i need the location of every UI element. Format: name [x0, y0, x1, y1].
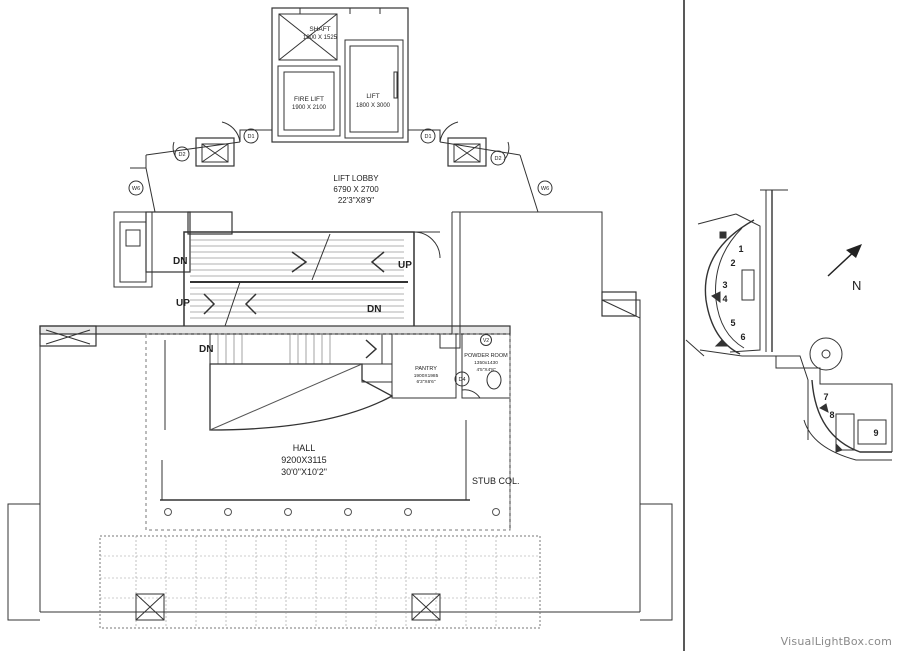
shaft-size: 1900 X 1525 [303, 35, 338, 41]
double-height-void [209, 363, 394, 431]
pantry-size: 1900X1985 [414, 373, 439, 379]
fire-lift-size: 1900 X 2100 [292, 105, 327, 111]
lift-lobby-size: 6790 X 2700 [333, 185, 379, 194]
shaft-name: SHAFT [309, 26, 330, 33]
fire-lift-name: FIRE LIFT [294, 96, 324, 103]
lift-size: 1800 X 3000 [356, 103, 391, 109]
tag-d4 [454, 371, 470, 387]
stub-col-label: STUB COL. [472, 476, 520, 486]
hall-size-imperial: 30'0"X10'2" [281, 467, 327, 477]
tag-d1-right-text: D1 [424, 134, 431, 140]
unit-7: 7 [823, 392, 828, 402]
stair-up-2: UP [176, 298, 190, 309]
north-arrow-icon [827, 244, 862, 277]
lift-box [344, 39, 404, 139]
tag-d2-left [174, 146, 190, 162]
stair-dn-2: DN [367, 304, 381, 315]
hall-size: 9200X3115 [281, 455, 326, 465]
tag-d1-left-text: D1 [247, 134, 254, 140]
pantry-size-imperial: 6'3"X6'6" [416, 379, 435, 385]
lift-core-outline [271, 7, 409, 143]
tag-w6-left-text: W6 [132, 186, 140, 192]
tag-v2 [480, 334, 492, 346]
pantry-name: PANTRY [415, 366, 437, 372]
tag-w6-left [128, 180, 144, 196]
unit-4: 4 [722, 294, 727, 304]
hall-name: HALL [293, 443, 316, 453]
shaft-box [278, 13, 338, 61]
powder-room-size: 1350x1430 [474, 360, 498, 366]
key-plan [685, 189, 893, 461]
stair-dn-3: DN [199, 344, 213, 355]
unit-3: 3 [722, 280, 727, 290]
unit-2: 2 [730, 258, 735, 268]
tag-d1-left [243, 128, 259, 144]
stair-dn-1: DN [173, 256, 187, 267]
powder-room-name: POWDER ROOM [464, 353, 508, 359]
fire-lift-box [277, 65, 341, 137]
duct-right [447, 137, 487, 167]
tag-d2-right [490, 150, 506, 166]
tag-v2-text: V2 [483, 338, 489, 344]
unit-6: 6 [740, 332, 745, 342]
unit-1: 1 [738, 244, 743, 254]
north-label: N [852, 278, 861, 293]
lift-lobby-size-imperial: 22'3"X8'9" [338, 196, 374, 205]
tag-w6-right [537, 180, 553, 196]
lift-name: LIFT [366, 93, 379, 100]
tag-d2-left-text: D2 [178, 152, 185, 158]
unit-5: 5 [730, 318, 735, 328]
lift-lobby-name: LIFT LOBBY [333, 174, 379, 183]
unit-9: 9 [873, 428, 878, 438]
watermark: VisualLightBox.com [780, 635, 892, 648]
tag-d2-right-text: D2 [494, 156, 501, 162]
tag-w6-right-text: W6 [541, 186, 549, 192]
unit-8: 8 [829, 410, 834, 420]
powder-room-size-imperial: 4'5"X4'8" [476, 367, 495, 373]
tag-d1-right [420, 128, 436, 144]
stair-up-1: UP [398, 260, 412, 271]
duct-left [195, 137, 235, 167]
tag-d4-text: D4 [458, 377, 465, 383]
